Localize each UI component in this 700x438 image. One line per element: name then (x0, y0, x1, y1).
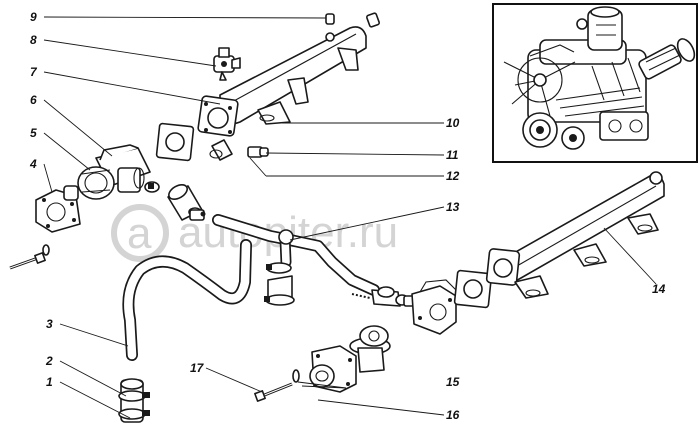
callout-6: 6 (30, 93, 37, 107)
callout-10: 10 (446, 116, 460, 130)
gasket-right (453, 269, 493, 309)
short-hose (167, 183, 206, 221)
callout-2: 2 (45, 354, 53, 368)
thermostat-15 (349, 325, 391, 373)
hose-1 (118, 378, 150, 423)
fitting-11 (247, 146, 269, 158)
callout-4: 4 (29, 157, 37, 171)
valve-8 (213, 47, 241, 81)
callout-14: 14 (652, 282, 666, 296)
callouts: 9 8 7 6 5 4 10 11 12 13 14 3 2 1 17 15 1… (29, 10, 666, 422)
long-tube-3 (122, 239, 252, 361)
callout-1: 1 (46, 375, 53, 389)
bolt-17 (254, 382, 293, 402)
thermostat-housing (77, 144, 151, 200)
callout-15: 15 (446, 375, 460, 389)
engine-icon (503, 6, 696, 150)
bolt-left (9, 244, 50, 270)
tee-tube-13 (212, 214, 380, 296)
gasket-flange (155, 122, 195, 162)
pipe-flange-7 (197, 95, 239, 137)
cover-15 (309, 345, 357, 393)
clamp-upper (144, 181, 160, 193)
callout-7: 7 (30, 65, 38, 79)
upper-pipe (219, 12, 380, 125)
right-pipe-14 (485, 171, 665, 299)
housing-right (411, 279, 457, 335)
pump-cover-4 (35, 185, 81, 233)
callout-12: 12 (446, 169, 460, 183)
callout-3: 3 (46, 317, 53, 331)
washer-16 (292, 369, 300, 383)
callout-11: 11 (446, 148, 459, 162)
callout-16: 16 (446, 408, 460, 422)
leader-lines (43, 16, 657, 419)
engine-inset (492, 3, 698, 163)
clamp-set-mid (264, 262, 295, 306)
callout-13: 13 (446, 200, 460, 214)
watermark-logo: a (127, 209, 152, 258)
callout-5: 5 (30, 126, 37, 140)
callout-9: 9 (30, 10, 37, 24)
callout-8: 8 (30, 33, 37, 47)
lower-neck (209, 139, 233, 161)
callout-17: 17 (190, 361, 205, 375)
